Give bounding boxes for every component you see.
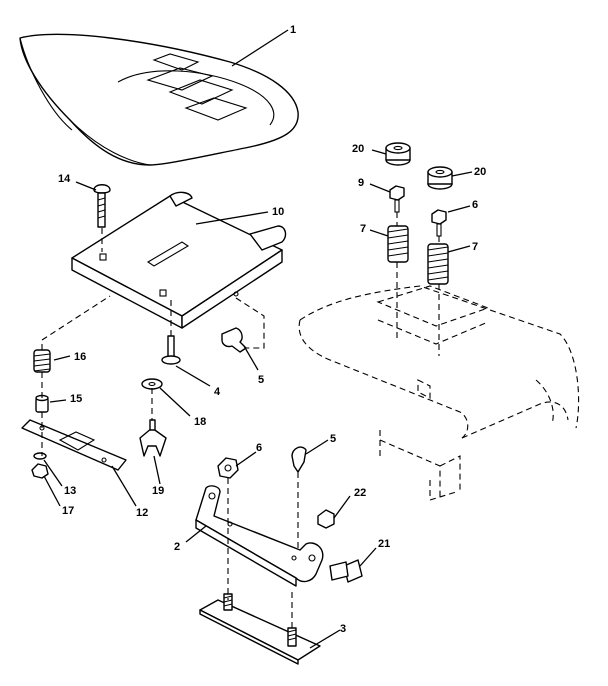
nut-6-lower — [217, 457, 239, 479]
bushing-20-left — [385, 142, 411, 166]
callout-22: 22 — [354, 487, 366, 499]
callout-4: 4 — [214, 386, 221, 398]
callout-1: 1 — [290, 24, 296, 36]
washer-13 — [33, 452, 47, 460]
callout-6-lower: 6 — [256, 442, 262, 454]
callout-21: 21 — [378, 538, 390, 550]
callout-5-upper: 5 — [258, 374, 264, 386]
spring-7-left — [387, 225, 409, 263]
seat-pan-10 — [71, 191, 287, 329]
spring-7-right — [427, 243, 449, 285]
seat — [19, 33, 299, 166]
assembly-lines — [41, 212, 440, 628]
callout-20-right: 20 — [474, 166, 486, 178]
bar-12 — [21, 419, 127, 471]
callout-14: 14 — [58, 173, 71, 185]
callout-16: 16 — [74, 351, 86, 363]
plate-3 — [199, 593, 321, 665]
callout-2: 2 — [174, 541, 180, 553]
clip-5-lower — [291, 446, 307, 473]
knob-19 — [139, 419, 167, 457]
callout-20-left: 20 — [352, 143, 364, 155]
callout-7-right: 7 — [472, 241, 478, 253]
callout-13: 13 — [64, 485, 76, 497]
bushing-20-right — [427, 166, 453, 190]
nut-9 — [389, 185, 405, 213]
callout-19: 19 — [152, 485, 164, 497]
bracket-2 — [195, 485, 324, 587]
callout-18: 18 — [194, 416, 206, 428]
callout-3: 3 — [340, 623, 346, 635]
spring-16 — [33, 349, 51, 373]
bolt-4 — [161, 335, 181, 365]
tractor-body — [298, 285, 580, 501]
callout-6-upper: 6 — [472, 199, 478, 211]
callout-7-left: 7 — [360, 223, 366, 235]
bolt-21 — [329, 559, 363, 583]
leader-lines — [43, 29, 473, 649]
callout-10: 10 — [272, 206, 284, 218]
carriage-bolt-14 — [93, 184, 111, 228]
callout-5-lower: 5 — [330, 433, 336, 445]
callout-15: 15 — [70, 393, 82, 405]
nut-6-upper — [431, 209, 447, 237]
clip-5-upper — [221, 327, 247, 353]
callout-17: 17 — [62, 505, 74, 517]
nut-17 — [31, 463, 49, 479]
nut-22 — [317, 509, 335, 529]
washer-18 — [141, 378, 163, 390]
callout-9: 9 — [358, 177, 364, 189]
callout-12: 12 — [136, 507, 148, 519]
callout-labels: 1 10 14 16 15 4 5 18 19 12 13 17 6 5 2 2… — [58, 24, 486, 635]
